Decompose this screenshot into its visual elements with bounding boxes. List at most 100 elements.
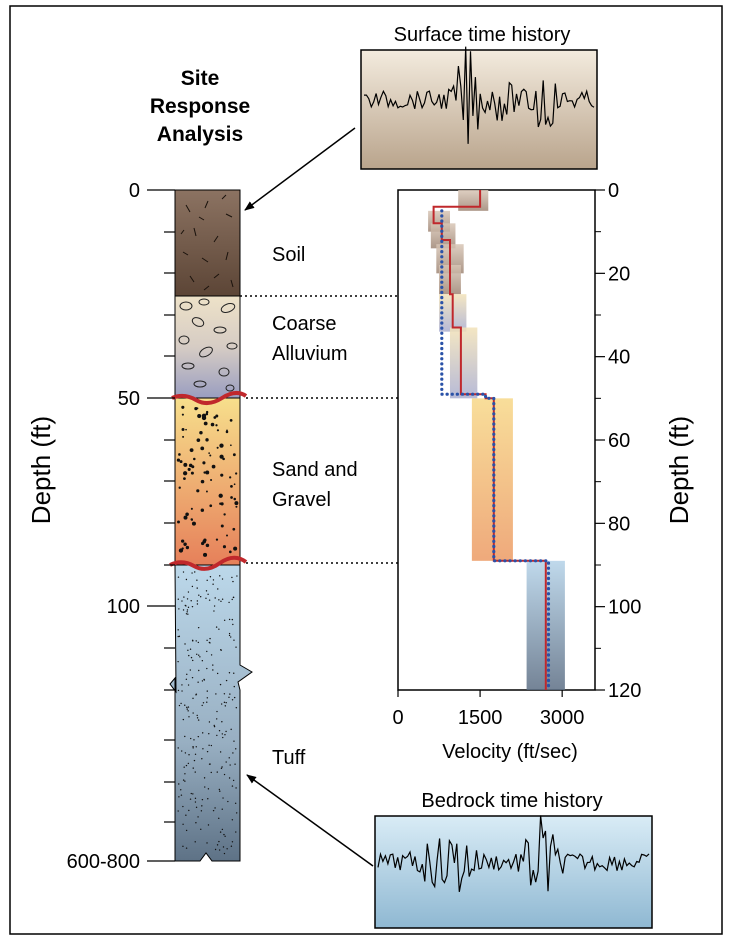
tuff-grain [189, 798, 192, 800]
tuff-grain [213, 610, 215, 612]
tuff-grain [181, 750, 183, 752]
sand-grain [230, 496, 233, 499]
tuff-grain [195, 822, 197, 824]
tuff-grain [185, 613, 188, 615]
sand-grain [205, 543, 210, 548]
tuff-grain [189, 669, 192, 671]
sand-grain [228, 550, 232, 554]
tuff-grain [231, 699, 234, 701]
tuff-grain [193, 759, 196, 762]
tuff-grain [233, 639, 235, 641]
tuff-grain [223, 852, 226, 855]
tuff-grain [221, 828, 224, 831]
title-line-3: Analysis [157, 123, 243, 146]
sand-grain [220, 473, 224, 477]
sand-grain [232, 527, 236, 531]
soil-label: Soil [272, 244, 305, 266]
tuff-grain [182, 609, 185, 611]
sand-grain [219, 502, 222, 505]
tuff-grain [184, 773, 186, 775]
tuff-grain [186, 708, 188, 710]
tuff-grain [207, 824, 210, 826]
tuff-grain [235, 646, 237, 648]
tuff-grain [194, 753, 197, 755]
tuff-grain [191, 605, 194, 608]
tuff-grain [218, 840, 220, 843]
tuff-grain [197, 735, 200, 738]
tuff-grain [188, 716, 190, 718]
sand-grain [203, 552, 208, 557]
tuff-grain [188, 654, 190, 657]
tuff-grain [228, 696, 230, 699]
sand-grain [179, 460, 183, 464]
tuff-grain [182, 571, 185, 573]
tuff-grain [230, 845, 233, 847]
chart-y-tick-label: 40 [608, 347, 630, 369]
tuff-grain [186, 706, 188, 709]
tuff-grain [229, 693, 231, 695]
tuff-texture [177, 571, 238, 855]
sand-grain [178, 453, 181, 456]
tuff-grain [201, 704, 203, 707]
sand-grain [182, 435, 185, 438]
tuff-grain [187, 706, 190, 708]
tuff-grain [210, 744, 213, 747]
tuff-grain [187, 710, 189, 712]
tuff-grain [212, 809, 215, 812]
chart-y-tick-label: 0 [608, 180, 619, 202]
tuff-grain [214, 597, 216, 599]
sand-grain [181, 547, 184, 550]
tuff-grain [193, 739, 195, 741]
tuff-grain [177, 689, 180, 692]
sand-grain [219, 443, 224, 448]
tuff-grain [187, 762, 190, 765]
tuff-grain [219, 575, 221, 577]
tuff-grain [206, 690, 208, 692]
soil-texture [180, 194, 234, 291]
tuff-grain [182, 845, 184, 848]
tuff-grain [222, 846, 225, 848]
tuff-grain [205, 597, 207, 599]
sand-texture [176, 405, 239, 557]
sand-grain [218, 493, 223, 498]
tuff-grain [228, 618, 231, 621]
tuff-grain [232, 580, 234, 583]
column-axis-label: Depth (ft) [26, 416, 56, 524]
tuff-grain [194, 771, 196, 773]
tuff-grain [236, 575, 238, 577]
sand-grain [196, 438, 201, 442]
tuff-grain [208, 721, 211, 723]
tuff-grain [232, 752, 234, 754]
tuff-grain [212, 583, 214, 585]
tuff-grain [215, 626, 218, 628]
tuff-grain [191, 572, 193, 574]
tuff-grain [214, 848, 217, 851]
tuff-grain [177, 635, 179, 638]
tuff-grain [231, 576, 233, 579]
tuff-grain [195, 640, 197, 642]
interface-90ft [169, 555, 248, 571]
tuff-grain [200, 828, 202, 830]
tuff-grain [202, 748, 204, 750]
tuff-grain [231, 785, 234, 787]
sand-grain [208, 452, 210, 454]
alluvium-texture [178, 298, 238, 392]
tuff-grain [177, 810, 179, 812]
tuff-grain [178, 608, 180, 610]
tuff-grain [187, 684, 190, 686]
tuff-grain [231, 618, 234, 621]
tuff-grain [192, 746, 194, 748]
tuff-grain [197, 816, 199, 818]
sand-gravel-label-line-2: Gravel [272, 489, 331, 511]
tuff-grain [192, 712, 194, 714]
sand-grain [199, 430, 203, 435]
tuff-grain [184, 735, 186, 738]
tuff-grain [204, 786, 206, 788]
tuff-grain [219, 831, 222, 833]
tuff-grain [192, 659, 194, 662]
tuff-grain [209, 576, 212, 578]
sand-grain [190, 471, 194, 475]
sand-grain [181, 413, 184, 416]
tuff-grain [212, 579, 215, 581]
